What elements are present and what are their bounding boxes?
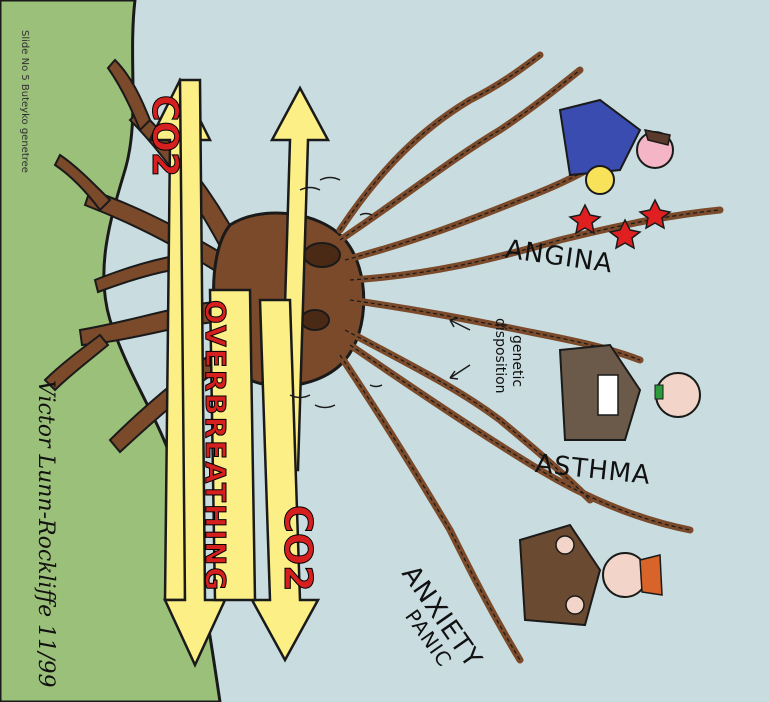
slide-note: Slide No 5 Buteyko genetree: [19, 30, 30, 173]
artist-signature: Victor Lunn-Rockliffe 11/99: [33, 380, 58, 688]
overbreathing-label: OVERBREATHING: [199, 300, 232, 592]
disposition-label: disposition: [492, 318, 508, 394]
co2-bottom-label: CO2: [276, 505, 320, 592]
co2-top-label: CO2: [144, 95, 185, 177]
trunk-knot: [304, 243, 340, 267]
genetic-label: genetic: [509, 335, 525, 387]
trunk-knot: [301, 310, 329, 330]
